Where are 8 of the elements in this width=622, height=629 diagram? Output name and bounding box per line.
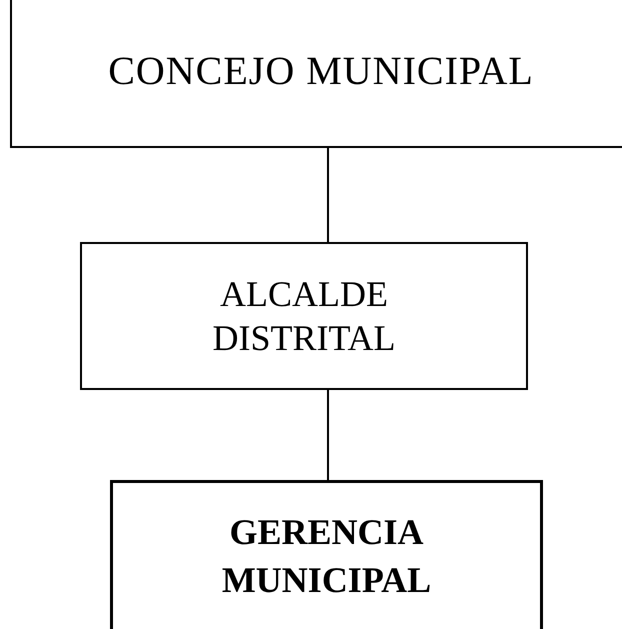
- box-title: CONCEJO MUNICIPAL: [108, 47, 534, 95]
- connector-line: [327, 390, 329, 480]
- org-box: [80, 242, 528, 390]
- box-title: GERENCIA MUNICIPAL: [220, 511, 432, 602]
- connector-line: [327, 148, 329, 242]
- box-title: ALCALDE DISTRITAL: [211, 273, 397, 360]
- org-box: [10, 0, 622, 148]
- org-box: [110, 480, 543, 629]
